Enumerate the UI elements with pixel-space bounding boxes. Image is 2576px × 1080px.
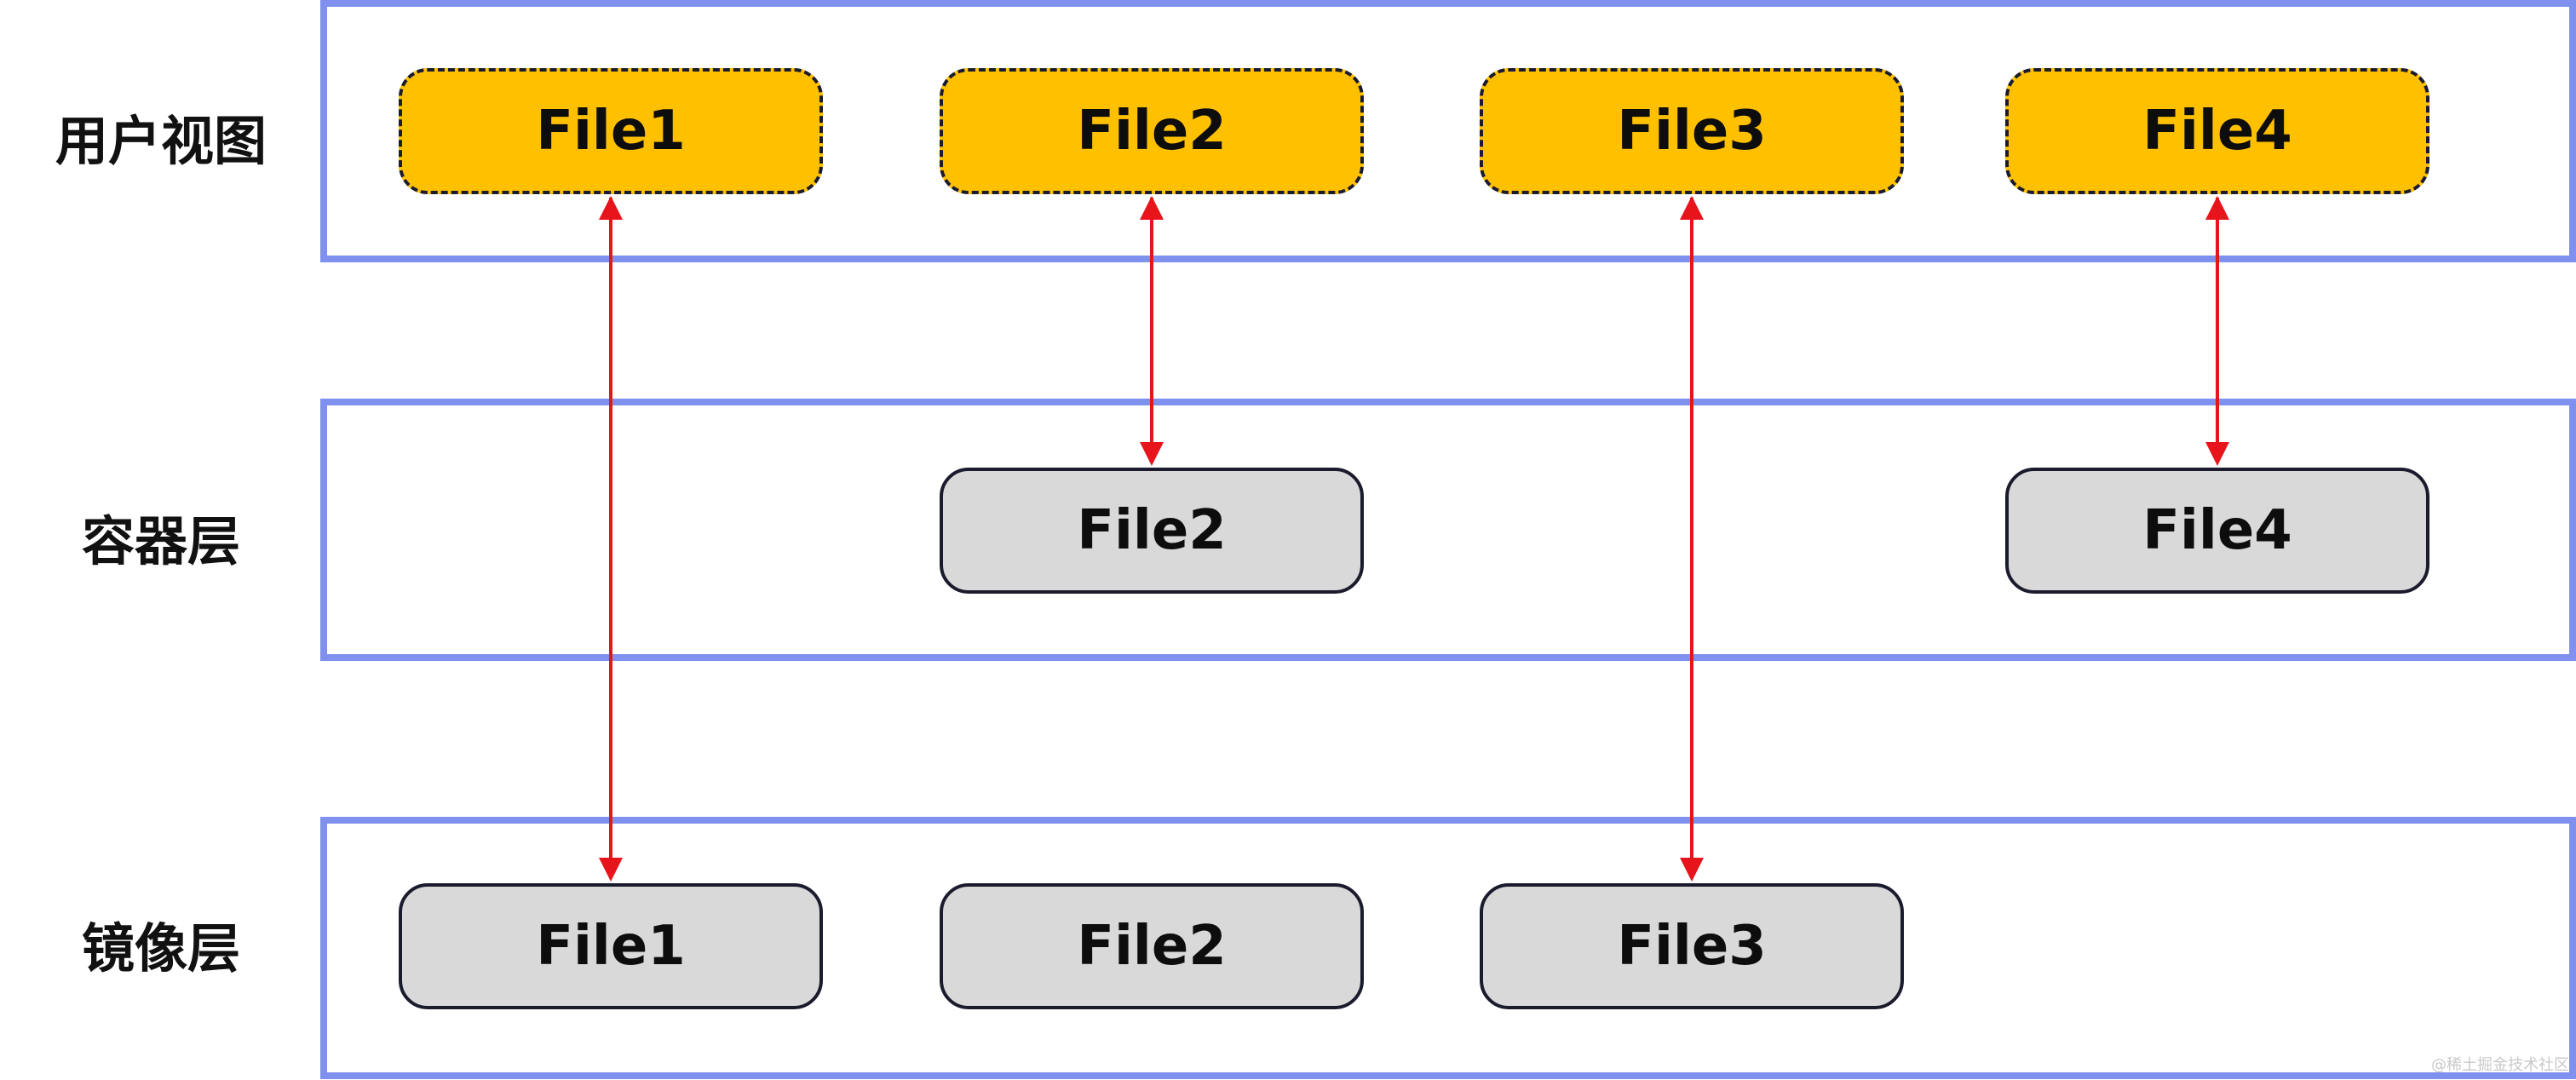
user-view-label: 用户视图 [55,110,267,172]
user-view-file-2: File2 [940,68,1364,194]
user-view-file-3: File3 [1480,68,1904,194]
user-view-file-1: File1 [399,68,823,194]
image-layer-band [320,817,2576,1079]
container-layer-band [320,399,2576,661]
image-layer-label: 镜像层 [81,917,240,979]
container-file-2: File2 [940,468,1364,594]
image-file-2: File2 [940,883,1364,1009]
watermark: @稀土掘金技术社区 [2431,1056,2569,1074]
image-file-3: File3 [1480,883,1904,1009]
user-view-file-4: File4 [2005,68,2429,194]
image-file-1: File1 [399,883,823,1009]
container-file-4: File4 [2005,468,2429,594]
user-view-band [320,0,2576,262]
container-layer-label: 容器层 [81,510,240,572]
